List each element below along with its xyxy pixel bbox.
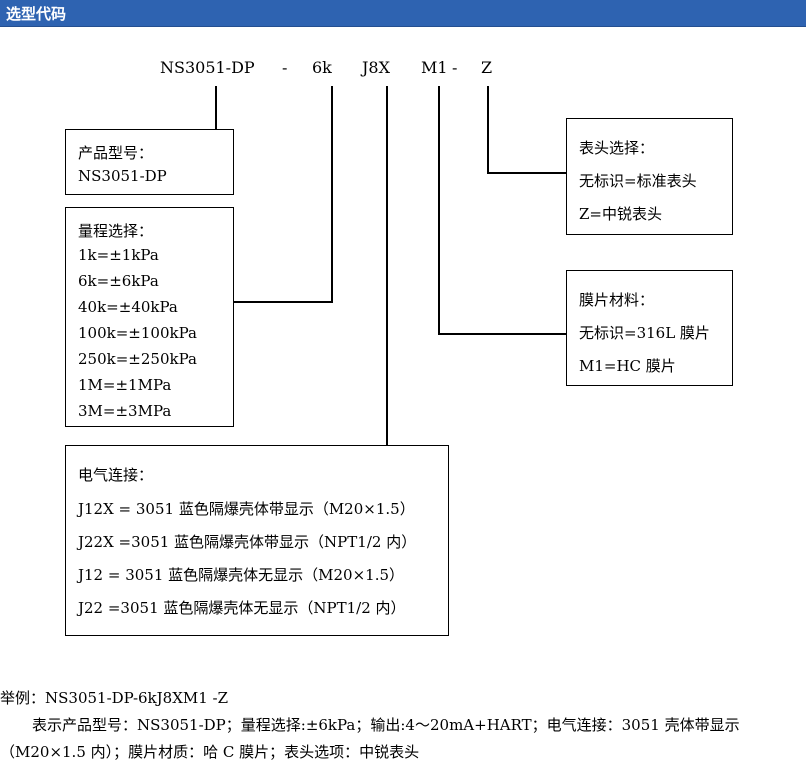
code-connection: J8X [362,58,390,77]
box-electrical-title: 电气连接： [78,466,154,484]
box-electrical-item: J22X =3051 蓝色隔爆壳体带显示（NPT1/2 内） [78,533,417,551]
box-product-model: 产品型号： NS3051-DP [65,129,234,195]
code-dash-2: - [452,58,458,77]
box-range-item: 40k=±40kPa [78,298,178,316]
connector-membrane-v [438,86,440,335]
connector-model [215,86,217,130]
example-line-1: 举例：NS3051-DP-6kJ8XM1 -Z [0,689,229,707]
example-line-2: 表示产品型号：NS3051-DP；量程选择:±6kPa；输出:4～20mA+HA… [32,716,740,734]
section-header: 选型代码 [0,0,806,27]
box-head-title: 表头选择： [579,139,655,157]
box-product-model-item: NS3051-DP [78,167,167,185]
box-membrane-item: M1=HC 膜片 [579,357,676,375]
connector-head-h [487,172,567,174]
box-membrane-material: 膜片材料： 无标识=316L 膜片 M1=HC 膜片 [566,270,733,386]
code-head: Z [481,58,493,77]
box-membrane-item: 无标识=316L 膜片 [579,324,710,342]
code-dash-1: - [282,58,288,77]
box-electrical-item: J22 =3051 蓝色隔爆壳体无显示（NPT1/2 内） [78,599,406,617]
box-range-item: 1k=±1kPa [78,246,159,264]
code-membrane: M1 [421,58,448,77]
connector-head-v [487,86,489,174]
box-range-item: 250k=±250kPa [78,350,197,368]
box-product-model-title: 产品型号： [78,144,154,162]
box-head-selection: 表头选择： 无标识=标准表头 Z=中锐表头 [566,118,733,235]
box-range-title: 量程选择： [78,222,154,240]
box-electrical-item: J12 = 3051 蓝色隔爆壳体无显示（M20×1.5） [78,566,405,584]
box-electrical-item: J12X = 3051 蓝色隔爆壳体带显示（M20×1.5） [78,500,415,518]
connector-range-h [233,301,333,303]
box-head-item: 无标识=标准表头 [579,172,697,190]
box-membrane-title: 膜片材料： [579,291,655,309]
box-head-item: Z=中锐表头 [579,205,662,223]
connector-range-v [331,86,333,303]
connector-membrane-h [438,333,567,335]
connector-electrical [386,86,388,446]
box-range: 量程选择： 1k=±1kPa 6k=±6kPa 40k=±40kPa 100k=… [65,207,234,427]
box-range-item: 6k=±6kPa [78,272,159,290]
box-range-item: 3M=±3MPa [78,402,172,420]
box-range-item: 1M=±1MPa [78,376,172,394]
box-range-item: 100k=±100kPa [78,324,197,342]
section-title: 选型代码 [6,5,67,23]
box-electrical-connection: 电气连接： J12X = 3051 蓝色隔爆壳体带显示（M20×1.5） J22… [65,445,449,636]
code-range: 6k [312,58,332,77]
example-line-3: （M20×1.5 内）；膜片材质：哈 C 膜片；表头选项：中锐表头 [0,743,420,761]
code-model: NS3051-DP [160,58,255,77]
